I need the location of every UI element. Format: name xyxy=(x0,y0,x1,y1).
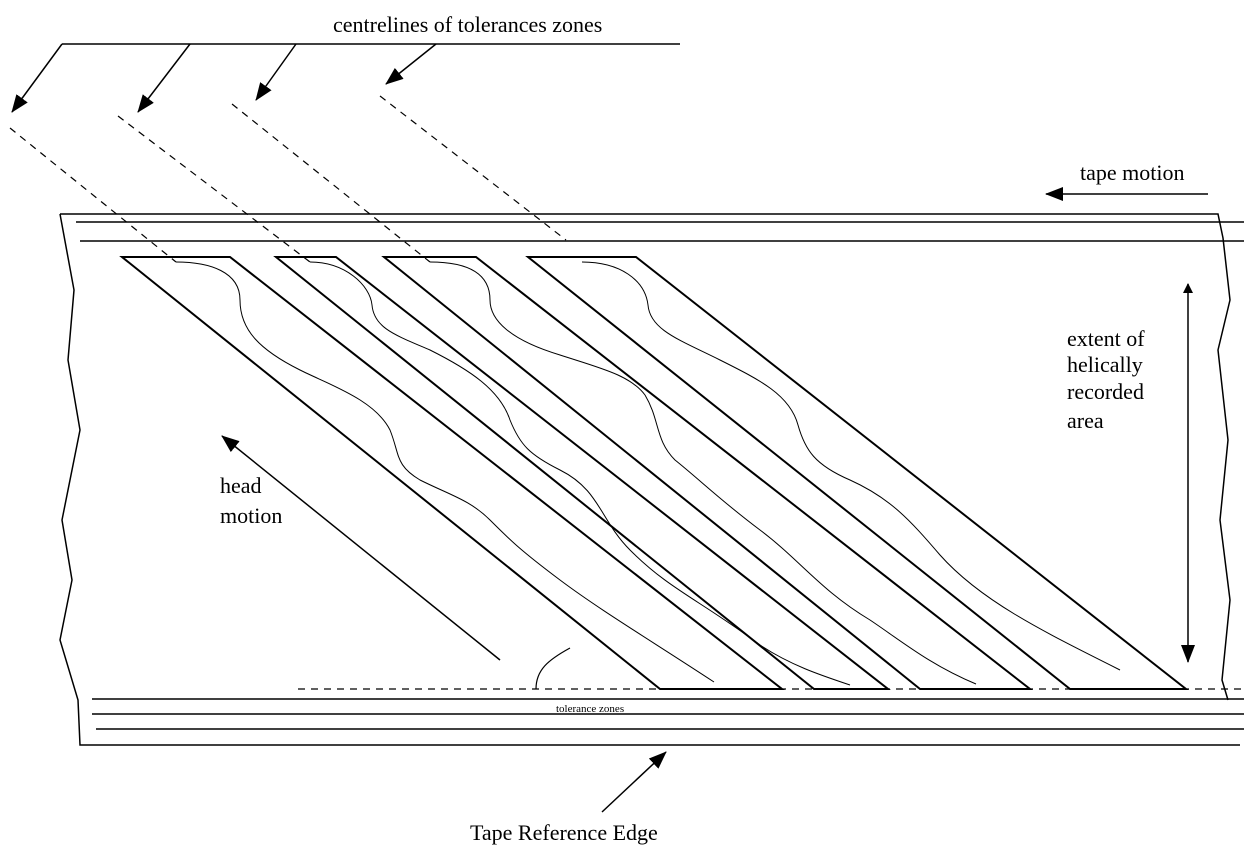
reference-edge-arrow xyxy=(601,751,667,813)
head-motion-label-line-1: head xyxy=(220,473,262,498)
track-angle-arc xyxy=(535,647,571,690)
centrelines-label: centrelines of tolerances zones xyxy=(333,12,602,37)
centrelines-leader-arrow-4 xyxy=(385,43,437,85)
tape-outline xyxy=(59,213,1240,746)
helical-track-4 xyxy=(525,256,1189,690)
tolerance-zones-label: tolerance zones xyxy=(556,703,624,715)
reference-edge-label: Tape Reference Edge xyxy=(470,820,658,845)
centreline-ext-2 xyxy=(117,115,311,263)
centrelines-leader-arrow-2 xyxy=(137,43,191,113)
extent-label-line-4: area xyxy=(1067,408,1104,433)
extent-label-line-3: recorded xyxy=(1067,379,1144,404)
extent-label-line-1: extent of xyxy=(1067,326,1145,351)
head-motion-label-line-2: motion xyxy=(220,503,282,528)
track-wave-1 xyxy=(175,261,715,683)
track-wave-3 xyxy=(429,261,977,685)
helical-track-2 xyxy=(273,256,891,690)
track-wave-2 xyxy=(309,261,851,686)
track-wave-4 xyxy=(581,261,1121,671)
helical-track-3 xyxy=(381,256,1033,690)
helical-track-1 xyxy=(119,256,785,690)
extent-label-line-2: helically xyxy=(1067,352,1143,377)
centrelines-leader-arrow-3 xyxy=(255,43,297,101)
centreline-ext-1 xyxy=(9,127,177,263)
centrelines-leader-arrow-1 xyxy=(11,43,63,113)
centreline-ext-3 xyxy=(231,103,431,263)
tape-motion-label: tape motion xyxy=(1080,160,1184,185)
centreline-ext-4 xyxy=(379,95,567,241)
head-motion-arrow xyxy=(221,435,501,661)
